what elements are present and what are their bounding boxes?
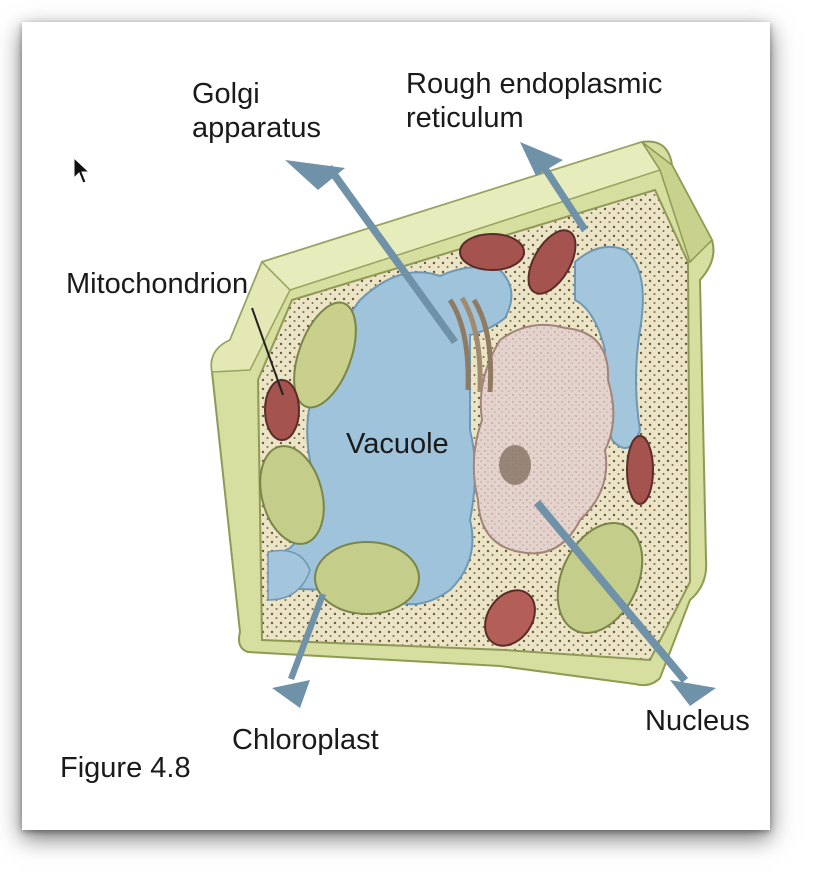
figure-caption: Figure 4.8	[60, 752, 191, 784]
nucleus-arrowhead	[670, 680, 716, 706]
chloroplast-label: Chloroplast	[232, 724, 379, 756]
nucleus-arrow	[534, 500, 688, 683]
golgi-label-line1: Golgi	[192, 78, 260, 110]
rer-arrow	[539, 162, 588, 232]
vacuole-label: Vacuole	[346, 428, 449, 460]
rer-arrowhead	[520, 142, 563, 176]
golgi-arrowhead	[285, 160, 345, 190]
label-arrows	[251, 142, 716, 708]
chloroplast-arrowhead	[272, 680, 310, 708]
mitochondrion-leader	[251, 307, 284, 396]
rer-label-line1: Rough endoplasmic	[406, 68, 663, 100]
golgi-arrow	[326, 165, 458, 344]
rer-label-line2: reticulum	[406, 102, 524, 134]
chloroplast-arrow	[288, 593, 326, 680]
golgi-apparatus	[447, 296, 494, 393]
mitochondrion-label: Mitochondrion	[66, 268, 249, 300]
chloroplasts	[259, 301, 644, 634]
nucleus-label: Nucleus	[645, 705, 750, 737]
mouse-pointer-icon	[73, 157, 91, 184]
mitochondria	[264, 229, 654, 647]
nucleus	[472, 323, 615, 555]
golgi-label-line2: apparatus	[192, 112, 321, 144]
